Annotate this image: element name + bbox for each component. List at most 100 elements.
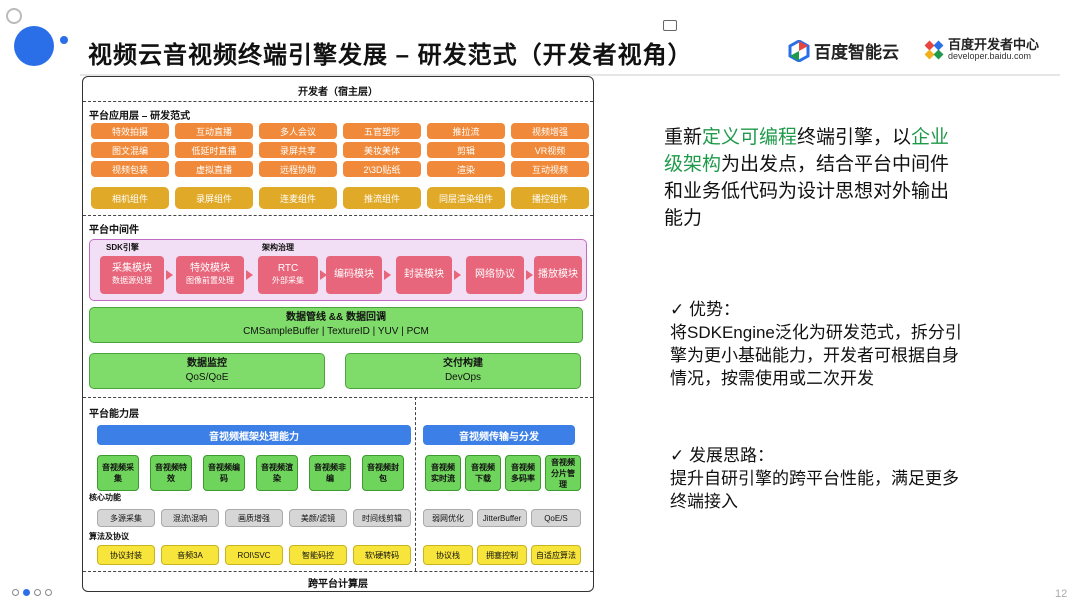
divider [83, 397, 593, 398]
slide-dot[interactable] [45, 589, 52, 596]
core-function: 弱网优化 [423, 509, 473, 527]
app-component: 播控组件 [511, 187, 589, 209]
core-function: 美颜/滤镜 [289, 509, 347, 527]
capability-layer-label: 平台能力层 [89, 409, 139, 420]
core-function: JitterBuffer [477, 509, 527, 527]
algo-protocol: ROI\SVC [225, 545, 283, 565]
middleware-module: 编码模块 [326, 256, 382, 294]
app-pill: 五官塑形 [343, 123, 421, 139]
algo-protocol: 智能码控 [289, 545, 347, 565]
middleware-module: RTC 外部采集 [258, 256, 318, 294]
framework-capability: 音视频编码 [203, 455, 245, 491]
app-component: 连麦组件 [259, 187, 337, 209]
app-pill: 录屏共享 [259, 142, 337, 158]
title-divider [80, 74, 1060, 76]
decor-dot [60, 36, 68, 44]
data-monitor-sub: QoS/QoE [185, 372, 229, 383]
algo-protocol: 自适应算法 [531, 545, 581, 565]
app-pill: 推拉流 [427, 123, 505, 139]
transport-capability: 音视频下载 [465, 455, 501, 491]
algo-protocol: 音频3A [161, 545, 219, 565]
framework-capability-bar: 音视频框架处理能力 [97, 425, 411, 445]
app-pill: 低延时直播 [175, 142, 253, 158]
flow-arrow-icon [384, 270, 391, 280]
data-monitor-title: 数据监控 [187, 358, 227, 369]
baidu-cloud-logo: 百度智能云 [788, 38, 899, 63]
cloud-logo-text: 百度智能云 [814, 43, 899, 62]
algo-protocol: 软\硬转码 [353, 545, 411, 565]
app-pill: 美妆美体 [343, 142, 421, 158]
framework-capability: 音视频渲染 [256, 455, 298, 491]
decor-circle [14, 26, 54, 66]
core-function: 时间线剪辑 [353, 509, 411, 527]
development-title: ✓ 发展思路： [670, 446, 774, 465]
app-pill: 2\3D贴纸 [343, 161, 421, 177]
transport-capability: 音视频多码率 [505, 455, 541, 491]
core-function: 画质增强 [225, 509, 283, 527]
data-monitor-box: 数据监控 QoS/QoE [89, 353, 325, 389]
module-title: 特效模块 [190, 263, 230, 274]
decor-ring [6, 8, 22, 24]
algo-protocol: 拥塞控制 [477, 545, 527, 565]
data-pipeline-title: 数据管线 && 数据回调 [286, 312, 386, 323]
divider [83, 101, 593, 102]
middleware-label: 平台中间件 [89, 225, 139, 236]
app-pill: VR视频 [511, 142, 589, 158]
app-component: 相机组件 [91, 187, 169, 209]
slide-indicator [12, 589, 52, 596]
app-pill: 特效拍摄 [91, 123, 169, 139]
slide-dot[interactable] [12, 589, 19, 596]
cloud-logo-icon [788, 39, 810, 62]
app-pill: 互动直播 [175, 123, 253, 139]
module-subtitle: 图像前置处理 [186, 276, 234, 285]
delivery-box: 交付构建 DevOps [345, 353, 581, 389]
dev-center-url: developer.baidu.com [948, 51, 1032, 61]
module-subtitle: 外部采集 [272, 276, 304, 285]
app-pill: 多人会议 [259, 123, 337, 139]
app-pill: 远程协助 [259, 161, 337, 177]
slide-dot[interactable] [34, 589, 41, 596]
transport-capability-bar: 音视频传输与分发 [423, 425, 575, 445]
module-title: 编码模块 [334, 269, 374, 280]
advantage-title: ✓ 优势： [670, 300, 740, 319]
algo-protocol: 协议栈 [423, 545, 473, 565]
app-pill: 视频增强 [511, 123, 589, 139]
summary-text: 终端引擎，以 [797, 127, 912, 148]
flow-arrow-icon [320, 270, 327, 280]
app-pill: 虚拟直播 [175, 161, 253, 177]
middleware-module: 播放模块 [534, 256, 582, 294]
dev-center-logo: 百度开发者中心 developer.baidu.com [924, 38, 1039, 61]
app-component: 同层渲染组件 [427, 187, 505, 209]
app-pill: 剪辑 [427, 142, 505, 158]
flow-arrow-icon [246, 270, 253, 280]
advantage-body: 将SDKEngine泛化为研发范式，拆分引擎为更小基础能力，开发者可根据自身情况… [670, 323, 962, 388]
middleware-module: 采集模块数据源处理 [100, 256, 164, 294]
summary-paragraph: 重新定义可编程终端引擎，以企业级架构为出发点，结合平台中间件和业务低代码为设计思… [664, 124, 964, 232]
core-function-label: 核心功能 [89, 493, 121, 502]
highlight-text: 定义可编程 [702, 127, 798, 148]
middleware-module: 封装模块 [396, 256, 452, 294]
module-title: 封装模块 [404, 269, 444, 280]
advantage-block: ✓ 优势： 将SDKEngine泛化为研发范式，拆分引擎为更小基础能力，开发者可… [670, 298, 970, 390]
slide-dot-active[interactable] [23, 589, 30, 596]
cross-platform-layer-label: 跨平台计算层 [308, 579, 368, 590]
screen-icon [663, 20, 677, 31]
algo-protocol: 协议封装 [97, 545, 155, 565]
page-number: 12 [1055, 588, 1068, 600]
app-component: 推流组件 [343, 187, 421, 209]
transport-capability: 音视频分片管理 [545, 455, 581, 491]
divider [83, 571, 593, 572]
app-component: 录屏组件 [175, 187, 253, 209]
middleware-module: 特效模块图像前置处理 [176, 256, 244, 294]
development-block: ✓ 发展思路： 提升自研引擎的跨平台性能，满足更多终端接入 [670, 444, 970, 513]
module-title: 播放模块 [538, 269, 578, 280]
dev-center-icon [924, 40, 944, 59]
dev-center-name: 百度开发者中心 [948, 37, 1040, 52]
module-title: RTC [277, 263, 299, 274]
highlight-text: 企业级架构 [664, 127, 950, 175]
framework-capability: 音视频非编 [309, 455, 351, 491]
framework-capability: 音视频采集 [97, 455, 139, 491]
middleware-module: 网络协议 [466, 256, 524, 294]
development-body: 提升自研引擎的跨平台性能，满足更多终端接入 [670, 469, 959, 511]
